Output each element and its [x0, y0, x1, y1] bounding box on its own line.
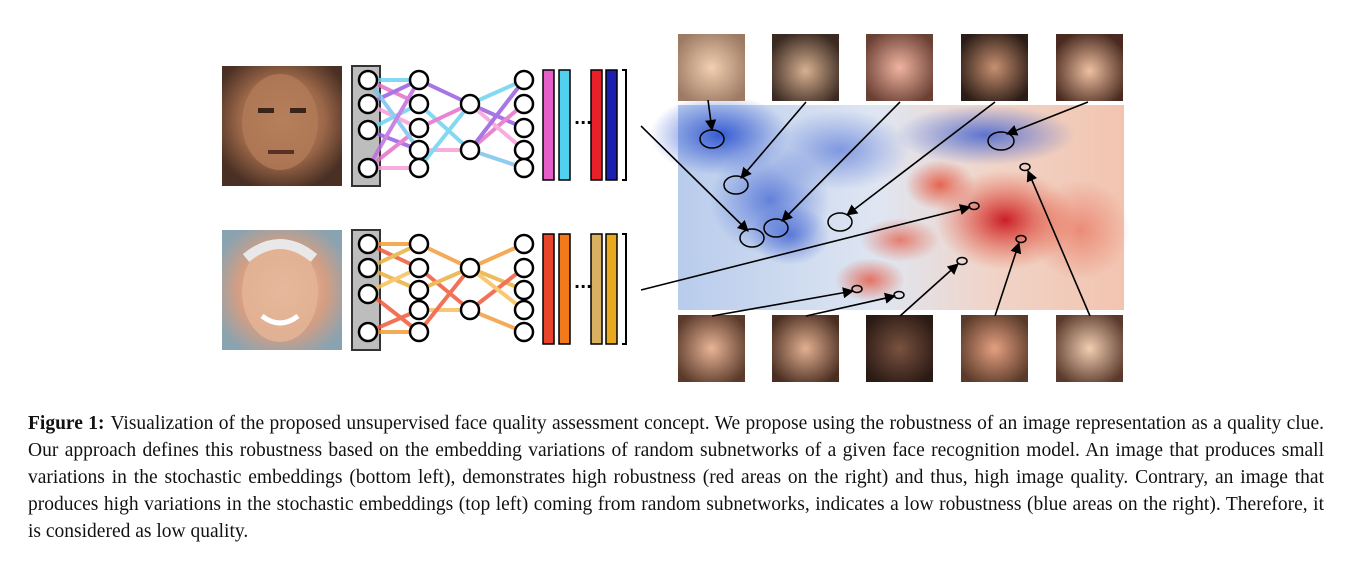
network-top: ··· [351, 65, 627, 187]
input-face-low-quality [222, 66, 342, 186]
input-face-high-quality [222, 230, 342, 350]
svg-text:···: ··· [574, 277, 592, 296]
figure: ··· ··· [222, 34, 1130, 382]
mapping-arrows [640, 99, 1091, 317]
svg-text:···: ··· [574, 113, 592, 132]
quality-map [650, 95, 1130, 310]
network-bottom: ··· [351, 229, 627, 351]
caption-text: Visualization of the proposed unsupervis… [28, 413, 1324, 542]
bottom-face-thumbnails [678, 315, 1123, 382]
figure-caption: Figure 1:Visualization of the proposed u… [28, 410, 1324, 545]
figure-label: Figure 1: [28, 413, 105, 434]
top-face-thumbnails [678, 34, 1123, 101]
